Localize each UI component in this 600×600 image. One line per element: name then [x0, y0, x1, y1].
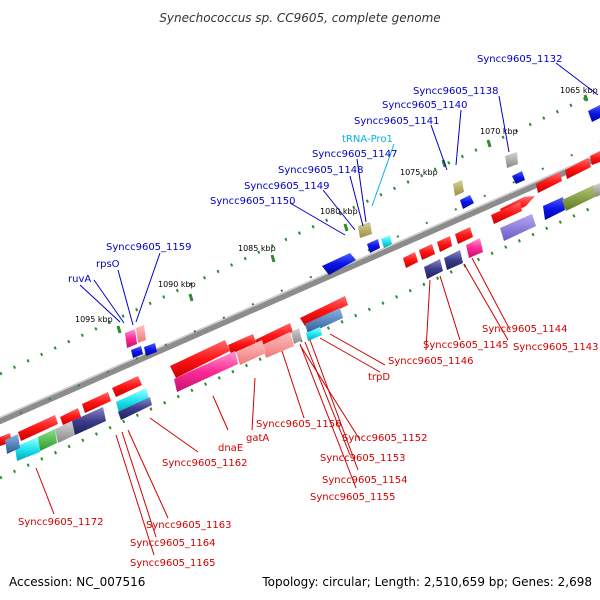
gene-arrow[interactable]	[460, 195, 474, 209]
gene-label[interactable]: ruvA	[68, 274, 91, 285]
gene-arrow[interactable]	[500, 214, 536, 241]
accession-text: Accession: NC_007516	[9, 575, 145, 589]
gene-arrow[interactable]	[444, 250, 463, 270]
topology-text: Topology: circular; Length: 2,510,659 bp…	[261, 575, 592, 589]
gene-arrow[interactable]	[174, 351, 238, 392]
gene-arrow[interactable]	[60, 408, 81, 425]
gene-arrow[interactable]	[455, 227, 473, 244]
gene-arrow[interactable]	[112, 376, 142, 397]
gene-arrow[interactable]	[453, 180, 464, 196]
gene-label[interactable]: Syncc9605_1155	[310, 492, 396, 503]
reverse-label-leaders	[35, 257, 511, 556]
backbone-highlight	[0, 152, 600, 419]
reverse-strand-genes	[5, 183, 600, 461]
gene-arrow[interactable]	[466, 238, 483, 258]
gene-arrow[interactable]	[72, 407, 106, 435]
gene-arrow[interactable]	[322, 253, 356, 275]
gene-arrow[interactable]	[255, 323, 293, 349]
gene-arrow[interactable]	[118, 397, 152, 420]
gene-arrow[interactable]	[170, 340, 230, 378]
gene-arrow[interactable]	[367, 239, 380, 253]
gene-label[interactable]: Syncc9605_1172	[18, 517, 104, 528]
gene-label[interactable]: Syncc9605_1153	[320, 453, 406, 464]
gene-arrow[interactable]	[358, 222, 372, 238]
gene-label[interactable]: Syncc9605_1148	[278, 165, 364, 176]
gene-arrow[interactable]	[403, 252, 418, 268]
gene-arrow[interactable]	[306, 327, 322, 341]
tick-label-1095: 1095 kbp	[75, 315, 113, 324]
gene-label[interactable]: Syncc9605_1154	[322, 475, 408, 486]
gene-label[interactable]: gatA	[246, 433, 269, 444]
gene-arrow[interactable]	[38, 429, 57, 451]
inner-tick-ring-top	[19, 141, 600, 414]
gene-arrow[interactable]	[593, 183, 600, 197]
gene-arrow[interactable]	[15, 437, 40, 461]
gene-arrow[interactable]	[262, 332, 294, 358]
gene-arrow[interactable]	[536, 172, 562, 193]
gene-arrow[interactable]	[419, 244, 435, 260]
gene-arrow[interactable]	[125, 329, 137, 348]
gene-label[interactable]: Syncc9605_1145	[423, 340, 509, 351]
gene-label[interactable]: Syncc9605_1144	[482, 324, 568, 335]
gene-arrow[interactable]	[590, 151, 600, 165]
gene-label[interactable]: tRNA-Pro1	[342, 134, 393, 145]
gene-label[interactable]: rpsO	[96, 259, 120, 270]
gene-arrow[interactable]	[305, 308, 343, 334]
gene-label[interactable]: Syncc9605_1164	[130, 538, 216, 549]
gene-arrow[interactable]	[55, 421, 75, 443]
gene-arrow[interactable]	[437, 236, 452, 252]
gene-label[interactable]: Syncc9605_1149	[244, 181, 330, 192]
gene-arrow[interactable]	[18, 415, 58, 441]
gene-arrow[interactable]	[505, 152, 518, 168]
tick-label-1065: 1065 kbp	[560, 86, 598, 95]
forward-strand-genes	[0, 105, 600, 446]
gene-arrow[interactable]	[236, 340, 266, 365]
gene-label[interactable]: Syncc9605_1152	[342, 433, 428, 444]
gene-label[interactable]: Syncc9605_1150	[210, 196, 296, 207]
forward-label-leaders	[79, 62, 599, 326]
tick-label-1090: 1090 kbp	[158, 280, 196, 289]
gene-label[interactable]: Syncc9605_1147	[312, 149, 398, 160]
gene-label[interactable]: Syncc9605_1163	[146, 520, 232, 531]
genome-backbone	[0, 152, 600, 425]
gene-label[interactable]: dnaE	[218, 443, 243, 454]
gene-label[interactable]: Syncc9605_1146	[388, 356, 474, 367]
gene-arrow[interactable]	[543, 197, 565, 220]
gene-label[interactable]: Syncc9605_1162	[162, 458, 248, 469]
gene-arrow[interactable]	[424, 259, 443, 279]
gene-arrow[interactable]	[512, 171, 525, 184]
gene-label[interactable]: trpD	[368, 372, 390, 383]
gene-label[interactable]: Syncc9605_1159	[106, 242, 192, 253]
gene-arrow[interactable]	[291, 328, 302, 344]
gene-arrow[interactable]	[381, 235, 392, 248]
gene-arrow[interactable]	[82, 392, 111, 413]
gene-arrow[interactable]	[228, 334, 256, 354]
gene-label[interactable]: Syncc9605_1143	[513, 342, 599, 353]
tick-label-1075: 1075 kbp	[400, 168, 438, 177]
gene-arrow[interactable]	[5, 434, 20, 454]
gene-arrow[interactable]	[562, 185, 597, 211]
gene-label[interactable]: Syncc9605_1140	[382, 100, 468, 111]
gene-arrow[interactable]	[300, 296, 348, 326]
gene-arrow[interactable]	[116, 388, 149, 413]
tick-label-1080: 1080 kbp	[320, 207, 358, 216]
map-title: Synechococcus sp. CC9605, complete genom…	[159, 11, 440, 25]
gene-label[interactable]: Syncc9605_1132	[477, 54, 563, 65]
gene-label[interactable]: Syncc9605_1156	[256, 419, 342, 430]
gene-arrow[interactable]	[491, 202, 522, 224]
gene-arrow[interactable]	[131, 346, 143, 358]
trna-label-leader	[371, 143, 395, 207]
gene-arrow[interactable]	[565, 158, 591, 179]
gene-arrow[interactable]	[588, 105, 600, 122]
gene-arrow[interactable]	[144, 343, 157, 356]
gene-label[interactable]: Syncc9605_1138	[413, 86, 499, 97]
tick-label-1085: 1085 kbp	[238, 244, 276, 253]
gene-arrow[interactable]	[136, 325, 146, 343]
tick-label-1070: 1070 kbp	[480, 127, 518, 136]
gene-label[interactable]: Syncc9605_1165	[130, 558, 216, 569]
gene-label[interactable]: Syncc9605_1141	[354, 116, 440, 127]
